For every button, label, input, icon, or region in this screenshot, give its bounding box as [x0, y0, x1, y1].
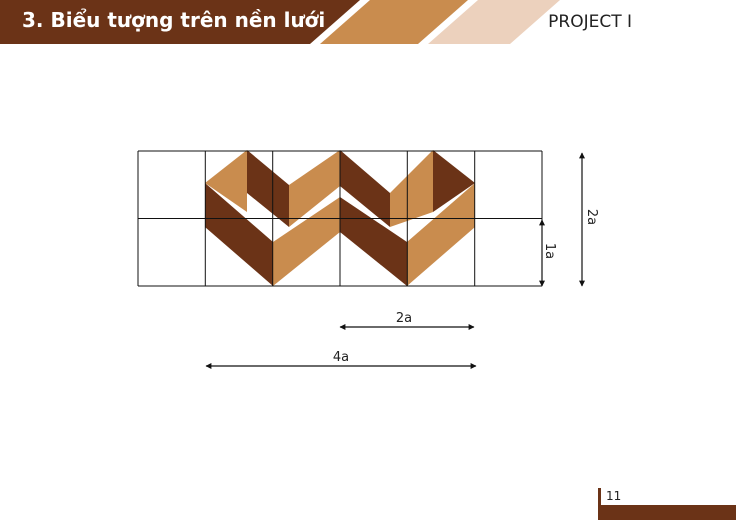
- logo-light-left-upper: [289, 150, 340, 227]
- dimension-label-1a-vertical: 1a: [542, 243, 557, 259]
- logo-light-left-lower: [273, 197, 340, 286]
- logo-dark-center-lower: [340, 197, 407, 286]
- footer-bar: [598, 505, 736, 520]
- dimension-label-4a-horizontal: 4a: [333, 350, 349, 365]
- logo-dark-right-tip: [433, 150, 475, 212]
- header-dark-band: [0, 0, 360, 44]
- project-label: PROJECT I: [548, 12, 632, 32]
- dimension-4a-horizontal: 4a: [205, 350, 477, 369]
- header-mid-band: [320, 0, 468, 44]
- logo-dark-left-upper: [247, 150, 289, 227]
- logo-light-right-lower: [407, 183, 475, 286]
- logo-dark-center-upper: [340, 150, 390, 227]
- dimension-2a-horizontal: 2a: [339, 311, 475, 330]
- logo-symbol: [205, 150, 475, 286]
- dimension-1a-vertical: 1a: [539, 219, 557, 287]
- slide-title: 3. Biểu tượng trên nền lưới: [22, 8, 326, 32]
- page-number: 11: [606, 489, 622, 503]
- dimension-label-2a-vertical: 2a: [584, 209, 599, 225]
- dimension-label-2a-horizontal: 2a: [396, 311, 412, 326]
- header-banner: [0, 0, 560, 44]
- footer-tick: [598, 488, 601, 508]
- logo-dark-left-lower: [205, 183, 273, 286]
- logo-light-left-tip: [205, 150, 247, 212]
- header-light-band: [428, 0, 560, 44]
- dimension-2a-vertical: 2a: [579, 152, 599, 287]
- grid: [137, 150, 543, 287]
- logo-light-right-upper: [390, 150, 433, 227]
